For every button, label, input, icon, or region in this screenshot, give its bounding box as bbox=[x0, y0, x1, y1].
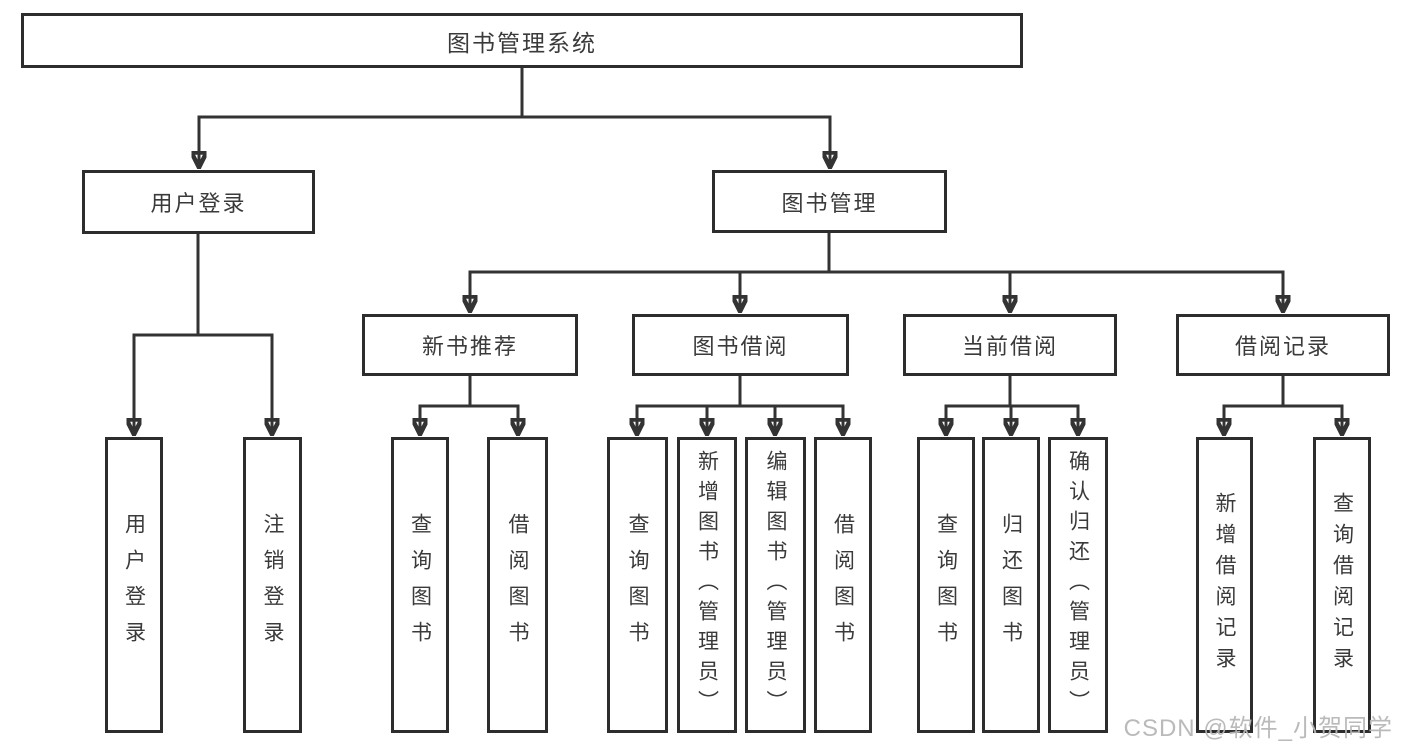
leaf-label: 查询图书 bbox=[408, 513, 432, 657]
leaf-query-borrow-record: 查询借阅记录 bbox=[1313, 437, 1371, 733]
leaf-label: 归还图书 bbox=[999, 513, 1023, 657]
leaf-edit-books-admin: 编辑图书（管理员） bbox=[745, 437, 806, 733]
node-label: 新书推荐 bbox=[421, 334, 518, 359]
node-user-login: 用户登录 bbox=[82, 170, 315, 234]
csdn-watermark: CSDN @软件_小贺同学 bbox=[1123, 715, 1393, 742]
leaf-logout: 注销登录 bbox=[243, 437, 302, 733]
node-label: 借阅记录 bbox=[1234, 334, 1331, 359]
node-current-borrowing: 当前借阅 bbox=[903, 314, 1117, 376]
leaf-label: 新增借阅记录 bbox=[1213, 492, 1236, 678]
node-label: 图书管理系统 bbox=[447, 29, 597, 56]
leaf-confirm-return-admin: 确认归还（管理员） bbox=[1048, 437, 1108, 733]
leaf-query-books-recommend: 查询图书 bbox=[391, 437, 449, 733]
node-label: 图书管理 bbox=[781, 190, 878, 216]
leaf-label: 查询借阅记录 bbox=[1330, 492, 1354, 678]
leaf-query-books-borrowing: 查询图书 bbox=[607, 437, 668, 733]
node-new-book-recommend: 新书推荐 bbox=[362, 314, 578, 376]
leaf-borrow-books-recommend: 借阅图书 bbox=[487, 437, 548, 733]
leaf-return-books: 归还图书 bbox=[982, 437, 1040, 733]
leaf-label: 借阅图书 bbox=[506, 513, 529, 657]
leaf-label: 借阅图书 bbox=[831, 513, 855, 657]
leaf-label: 查询图书 bbox=[934, 513, 958, 657]
node-label: 当前借阅 bbox=[961, 334, 1058, 359]
leaf-label: 注销登录 bbox=[261, 513, 284, 657]
leaf-label: 查询图书 bbox=[626, 513, 649, 657]
leaf-borrow-books: 借阅图书 bbox=[814, 437, 872, 733]
node-borrow-records: 借阅记录 bbox=[1176, 314, 1390, 376]
leaf-user-login: 用户登录 bbox=[105, 437, 163, 733]
node-label: 用户登录 bbox=[150, 191, 247, 216]
leaf-add-borrow-record: 新增借阅记录 bbox=[1196, 437, 1253, 733]
node-book-borrowing: 图书借阅 bbox=[632, 314, 849, 376]
node-library-management-system: 图书管理系统 bbox=[21, 13, 1023, 68]
leaf-label: 确认归还（管理员） bbox=[1066, 450, 1090, 720]
leaf-label: 编辑图书（管理员） bbox=[764, 450, 787, 720]
leaf-label: 用户登录 bbox=[122, 513, 146, 657]
leaf-query-books-current: 查询图书 bbox=[917, 437, 975, 733]
leaf-add-books-admin: 新增图书（管理员） bbox=[677, 437, 737, 733]
leaf-label: 新增图书（管理员） bbox=[695, 450, 719, 720]
node-label: 图书借阅 bbox=[692, 334, 789, 359]
node-book-management: 图书管理 bbox=[712, 170, 947, 233]
